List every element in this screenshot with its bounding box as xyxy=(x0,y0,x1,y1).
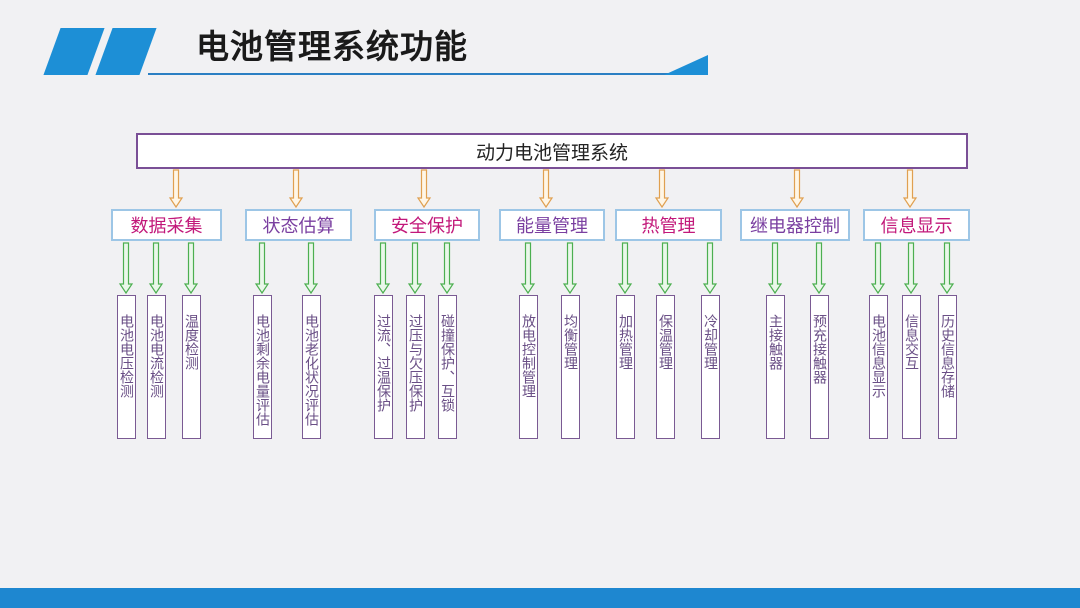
orange-arrow xyxy=(416,169,432,209)
page-title: 电池管理系统功能 xyxy=(196,27,468,66)
leaf-label: 预充接触器 xyxy=(811,314,827,384)
green-arrow xyxy=(617,242,633,295)
green-arrow xyxy=(183,242,199,295)
category-node: 继电器控制 xyxy=(740,209,850,241)
title-triangle xyxy=(664,55,708,75)
leaf-label: 主接触器 xyxy=(767,314,783,370)
category-node: 安全保护 xyxy=(374,209,480,241)
leaf-node: 历史信息存储 xyxy=(937,295,957,439)
leaf-node: 信息交互 xyxy=(901,295,921,439)
green-arrow xyxy=(811,242,827,295)
category-node: 数据采集 xyxy=(111,209,222,241)
green-arrow xyxy=(939,242,955,295)
root-node: 动力电池管理系统 xyxy=(136,133,968,169)
green-arrow xyxy=(407,242,423,295)
leaf-node: 过流、过温保护 xyxy=(373,295,393,439)
green-arrow xyxy=(903,242,919,295)
green-arrow xyxy=(303,242,319,295)
leaf-label: 历史信息存储 xyxy=(939,314,955,398)
leaf-label: 均衡管理 xyxy=(562,314,578,370)
green-arrow xyxy=(375,242,391,295)
title-underline xyxy=(148,73,708,75)
leaf-label: 信息交互 xyxy=(903,314,919,370)
green-arrow xyxy=(520,242,536,295)
leaf-node: 电池老化状况评估 xyxy=(301,295,321,439)
leaf-node: 电池信息显示 xyxy=(868,295,888,439)
leaf-node: 电池电压检测 xyxy=(116,295,136,439)
leaf-node: 电池剩余电量评估 xyxy=(252,295,272,439)
leaf-node: 温度检测 xyxy=(181,295,201,439)
leaf-label: 冷却管理 xyxy=(702,314,718,370)
leaf-node: 均衡管理 xyxy=(560,295,580,439)
leaf-label: 电池电压检测 xyxy=(118,314,134,398)
green-arrow xyxy=(254,242,270,295)
leaf-node: 放电控制管理 xyxy=(518,295,538,439)
orange-arrow xyxy=(168,169,184,209)
green-arrow xyxy=(657,242,673,295)
green-arrow xyxy=(118,242,134,295)
green-arrow xyxy=(439,242,455,295)
green-arrow xyxy=(870,242,886,295)
category-node: 能量管理 xyxy=(499,209,605,241)
green-arrow xyxy=(148,242,164,295)
orange-arrow xyxy=(654,169,670,209)
leaf-node: 主接触器 xyxy=(765,295,785,439)
green-arrow xyxy=(702,242,718,295)
leaf-node: 预充接触器 xyxy=(809,295,829,439)
leaf-label: 碰撞保护、互锁 xyxy=(439,314,455,412)
leaf-label: 电池电流检测 xyxy=(148,314,164,398)
green-arrow xyxy=(767,242,783,295)
category-node: 热管理 xyxy=(615,209,722,241)
category-node: 信息显示 xyxy=(863,209,970,241)
leaf-label: 电池信息显示 xyxy=(870,314,886,398)
category-node: 状态估算 xyxy=(245,209,352,241)
leaf-node: 加热管理 xyxy=(615,295,635,439)
orange-arrow xyxy=(789,169,805,209)
leaf-label: 过压与欠压保护 xyxy=(407,314,423,412)
leaf-node: 电池电流检测 xyxy=(146,295,166,439)
footer-bar xyxy=(0,588,1080,608)
orange-arrow xyxy=(538,169,554,209)
leaf-node: 碰撞保护、互锁 xyxy=(437,295,457,439)
orange-arrow xyxy=(288,169,304,209)
orange-arrow xyxy=(902,169,918,209)
leaf-label: 过流、过温保护 xyxy=(375,314,391,412)
leaf-label: 电池老化状况评估 xyxy=(303,314,319,426)
leaf-label: 电池剩余电量评估 xyxy=(254,314,270,426)
leaf-node: 过压与欠压保护 xyxy=(405,295,425,439)
leaf-label: 加热管理 xyxy=(617,314,633,370)
leaf-label: 保温管理 xyxy=(657,314,673,370)
leaf-label: 温度检测 xyxy=(183,314,199,370)
green-arrow xyxy=(562,242,578,295)
leaf-node: 保温管理 xyxy=(655,295,675,439)
leaf-label: 放电控制管理 xyxy=(520,314,536,398)
leaf-node: 冷却管理 xyxy=(700,295,720,439)
